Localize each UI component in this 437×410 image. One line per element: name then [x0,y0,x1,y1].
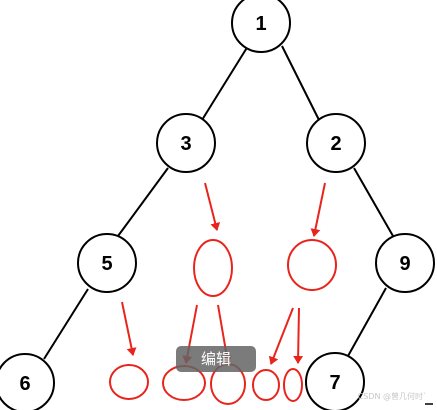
arrow-3-null [204,182,221,231]
node-6-label: 6 [19,373,30,395]
edge-1-3 [201,45,249,121]
node-3: 3 [156,113,216,173]
null-oval-5-right [109,364,149,400]
watermark-text: CSDN @曾几何时` [357,392,427,401]
edge-2-9 [353,167,394,237]
null-oval-c [252,369,280,401]
node-5-label: 5 [101,253,112,275]
edit-button[interactable]: 编辑 [176,346,256,372]
null-oval-2-left [287,239,337,291]
null-oval-d [283,368,303,402]
edge-5-6 [43,288,89,360]
node-1: 1 [231,0,291,53]
arrow-2-null [310,182,326,237]
null-arrows [121,182,326,365]
node-9-label: 9 [399,253,410,275]
null-ovals [109,239,337,405]
edge-3-5 [117,167,169,237]
arrow-null-d [293,307,304,364]
node-2: 2 [306,113,366,173]
node-5: 5 [77,233,137,293]
node-6: 6 [0,353,55,410]
edge-1-2 [281,45,320,121]
node-7: 7 [305,352,365,410]
arrow-null-c [268,307,294,365]
edge-9-7 [347,287,387,357]
null-oval-3-right [193,239,233,297]
node-3-label: 3 [180,133,191,155]
tree-edges [43,45,394,360]
node-2-label: 2 [330,133,341,155]
arrow-5-null [121,301,137,356]
node-9: 9 [375,233,435,293]
node-7-label: 7 [329,372,340,394]
node-1-label: 1 [255,13,266,35]
